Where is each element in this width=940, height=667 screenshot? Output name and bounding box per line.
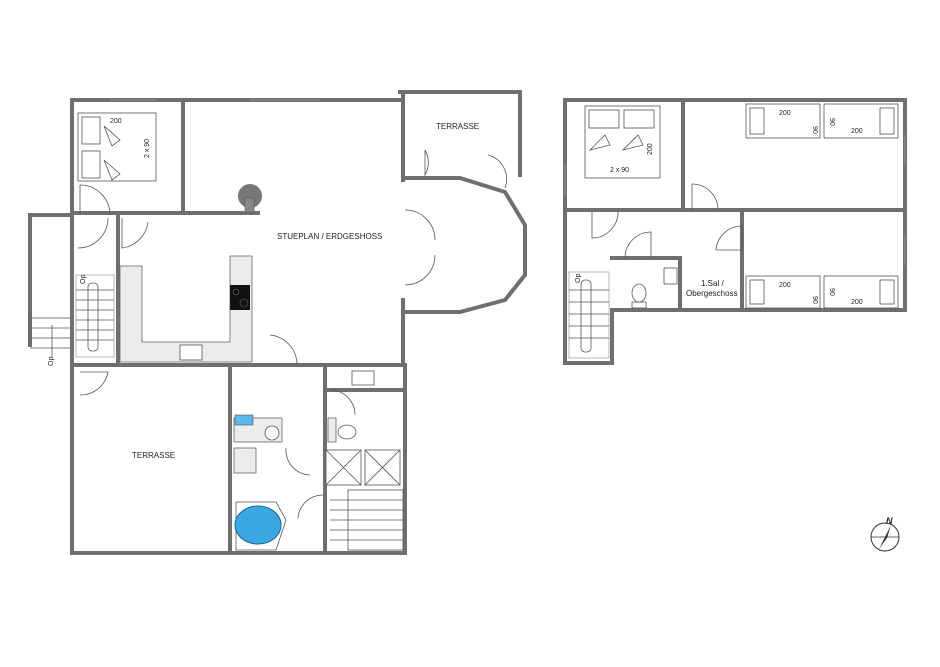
cooktop-icon xyxy=(230,285,250,310)
ground-floor-label: STUEPLAN / ERDGESHOSS xyxy=(277,232,382,241)
outdoor-stair: Op xyxy=(30,317,70,366)
upper-floor-walls xyxy=(563,98,907,365)
fireplace-icon xyxy=(238,184,262,208)
upper-stair: Op xyxy=(568,271,610,359)
pillow xyxy=(81,150,101,179)
door xyxy=(424,149,429,177)
bed-length-label: 200 xyxy=(110,118,122,125)
bay-window xyxy=(401,176,527,314)
toilet-icon xyxy=(337,424,357,440)
single-bed: 200 90 xyxy=(823,275,899,309)
single-bed: 200 90 xyxy=(745,103,821,139)
toilet-cistern xyxy=(327,417,337,443)
door xyxy=(624,231,652,259)
kitchen-sink-icon xyxy=(179,344,203,361)
blanket-fold xyxy=(588,134,644,151)
door xyxy=(487,154,507,189)
single-bed-length: 200 xyxy=(779,110,791,117)
stair-up-label: Op xyxy=(80,275,87,284)
single-bed-width: 90 xyxy=(828,118,835,126)
double-bed-length: 200 xyxy=(647,143,654,155)
door xyxy=(77,217,109,249)
pillow xyxy=(588,109,620,129)
door xyxy=(79,184,111,216)
single-bed-width: 90 xyxy=(811,126,818,134)
cooktop-burner xyxy=(232,288,240,296)
washbasin-icon xyxy=(663,267,678,285)
blanket-fold xyxy=(103,125,121,181)
washbasin-icon xyxy=(264,425,280,441)
door xyxy=(121,218,149,249)
single-bed: 200 90 xyxy=(745,275,821,309)
outdoor-stair-label: Op xyxy=(48,357,55,366)
upper-floor-label-line1: 1.Sal / xyxy=(701,279,724,288)
terrace-bottom-label: TERRASSE xyxy=(132,451,175,460)
terrace-top-label: TERRASSE xyxy=(436,122,479,131)
kitchen-counter xyxy=(119,255,253,363)
single-bed-width: 90 xyxy=(828,288,835,296)
upper-floor: 200 2 x 90 200 90 200 90 200 90 200 90 xyxy=(563,98,907,365)
compass-icon: N xyxy=(870,516,900,552)
door xyxy=(269,334,298,366)
bathtub-icon xyxy=(234,505,282,545)
door xyxy=(329,389,356,416)
compass-north-label: N xyxy=(886,516,893,526)
sauna-benches xyxy=(330,489,404,551)
toilet-cistern xyxy=(631,301,647,309)
pillow xyxy=(623,109,655,129)
door xyxy=(79,371,109,396)
single-bed: 200 90 xyxy=(823,103,899,139)
ground-floor-walls xyxy=(28,90,522,555)
door xyxy=(285,447,311,476)
single-bed-length: 200 xyxy=(779,282,791,289)
bed-width-label: 2 x 90 xyxy=(144,139,151,158)
cooktop-burner xyxy=(239,298,249,308)
pillow xyxy=(81,116,101,145)
terrace-double-door xyxy=(404,209,436,286)
door xyxy=(691,183,719,211)
single-bed-length: 200 xyxy=(851,128,863,135)
washing-machine-icon xyxy=(233,447,257,474)
single-bed-length: 200 xyxy=(851,299,863,306)
fireplace-base xyxy=(244,197,255,213)
interior-stair: Op xyxy=(75,275,115,358)
single-bed-width: 90 xyxy=(811,296,818,304)
door xyxy=(297,494,324,519)
upper-floor-label-line2: Obergeschoss xyxy=(686,289,738,298)
shower-drain-cross xyxy=(325,449,362,486)
toilet-icon xyxy=(631,283,647,303)
shower-drain-cross xyxy=(364,449,401,486)
stair-up-label: Op xyxy=(575,274,582,283)
door xyxy=(591,211,619,239)
double-bed-width: 2 x 90 xyxy=(610,167,629,174)
ground-floor: 200 2 x 90 Op Op xyxy=(28,90,527,555)
door xyxy=(715,225,743,251)
utility-sink-icon xyxy=(351,370,375,386)
vanity-fixture xyxy=(234,414,254,426)
